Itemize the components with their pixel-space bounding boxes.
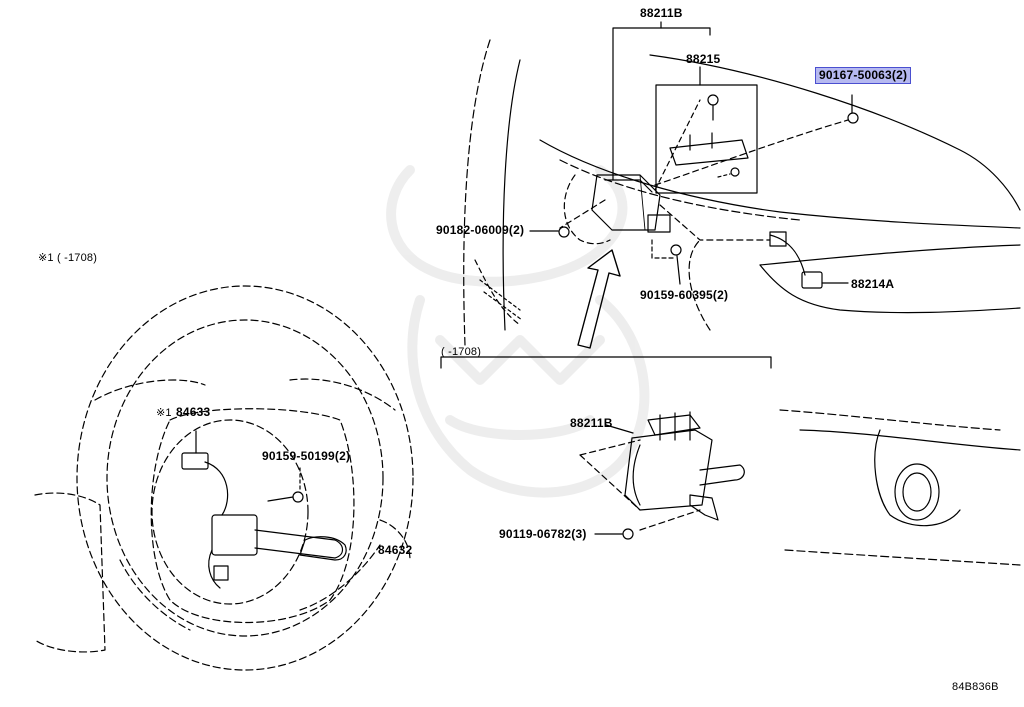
part-label-88211B-bottom[interactable]: 88211B bbox=[570, 416, 613, 430]
watermark-emblem bbox=[386, 165, 650, 498]
car-front-drawing bbox=[463, 39, 1021, 349]
note-date-range: ( -1708) bbox=[441, 346, 482, 358]
callout-brackets-top bbox=[529, 21, 853, 285]
part-label-90119-06782[interactable]: 90119-06782(3) bbox=[499, 527, 587, 541]
front-fender-drawing bbox=[779, 409, 1021, 566]
range-bracket bbox=[440, 356, 772, 369]
part-label-90167-50063-highlighted[interactable]: 90167-50063(2) bbox=[815, 67, 912, 84]
part-label-88215[interactable]: 88215 bbox=[686, 52, 721, 66]
diagram-code: 84B836B bbox=[952, 681, 999, 693]
part-label-90159-60395[interactable]: 90159-60395(2) bbox=[640, 288, 729, 302]
part-label-84632[interactable]: 84632 bbox=[378, 543, 413, 557]
radar-sensor-lower-drawing bbox=[579, 411, 745, 540]
part-label-90159-50199[interactable]: 90159-50199(2) bbox=[262, 449, 351, 463]
note-mark-84633: ※1 bbox=[156, 407, 172, 419]
part-label-84633[interactable]: 84633 bbox=[176, 405, 211, 419]
part-label-88214A[interactable]: 88214A bbox=[851, 277, 895, 291]
steering-wheel-drawing bbox=[34, 285, 414, 671]
part-label-88211B-top[interactable]: 88211B bbox=[640, 6, 683, 20]
note-applicability-1: ※1 ( -1708) bbox=[38, 252, 98, 264]
part-label-90182-06009[interactable]: 90182-06009(2) bbox=[436, 223, 525, 237]
